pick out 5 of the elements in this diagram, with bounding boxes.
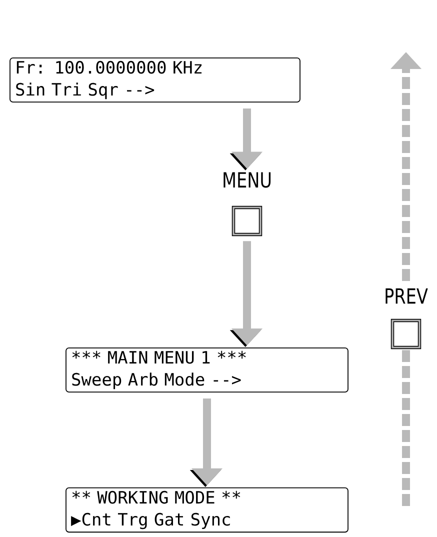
- button-label: MENU: [224, 172, 271, 188]
- lcd-display: Fr: 100.0000000 KHz Sin Tri Sqr -->: [10, 57, 300, 103]
- button-label: PREV: [386, 288, 428, 304]
- lcd-display: ** WORKING MODE ** ▶Cnt Trg Gat Sync: [66, 487, 348, 533]
- lcd-display: *** MAIN MENU 1 *** Sweep Arb Mode -->: [66, 347, 348, 393]
